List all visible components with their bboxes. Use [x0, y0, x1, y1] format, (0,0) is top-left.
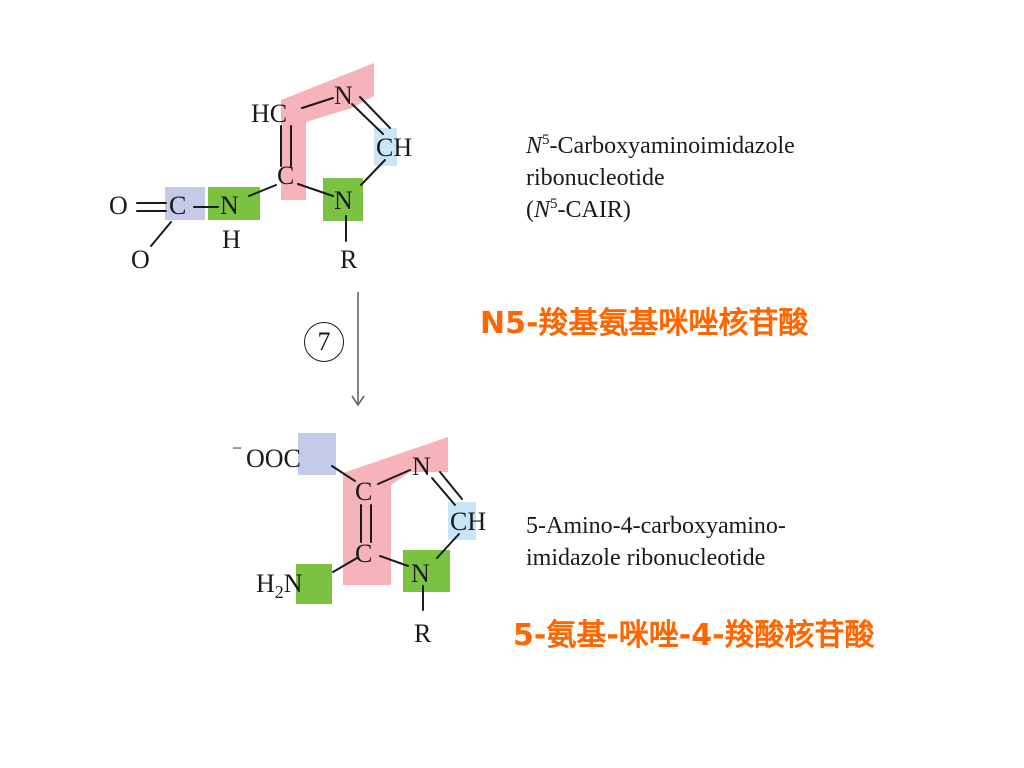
atom2-ch: CH — [450, 507, 486, 536]
atom-c-ring: C — [277, 161, 294, 190]
atom-n-ring: N — [334, 186, 353, 215]
bond2-ch-n — [436, 533, 460, 559]
ring-highlight-pink-2 — [343, 437, 448, 585]
ch-highlight-lightblue-1 — [374, 128, 397, 166]
bond-hc-n — [301, 97, 334, 109]
nh-highlight-green-1 — [208, 187, 260, 220]
atom2-c5: C — [355, 539, 372, 568]
bond-c-n — [297, 183, 334, 197]
bond-c-nh — [248, 184, 277, 197]
step-number-circle: 7 — [304, 322, 344, 362]
ch-highlight-lightblue-2 — [448, 502, 476, 540]
atom-n-top: N — [334, 81, 353, 110]
bond2-n-ch-double — [439, 471, 463, 500]
compound1-chinese-name: N5-羧基氨基咪唑核苷酸 — [480, 306, 809, 341]
bond2-c-n — [377, 469, 411, 485]
atom-hc: HC — [251, 99, 287, 128]
c-highlight-lavender-1 — [165, 187, 205, 220]
compound2-name: 5-Amino-4-carboxyamino- imidazole ribonu… — [526, 510, 786, 574]
compound1-name-line2: ribonucleotide — [526, 165, 665, 191]
compound2-name-line2: imidazole ribonucleotide — [526, 545, 766, 571]
atom-r-1: R — [340, 245, 358, 274]
atom2-c4: C — [355, 477, 372, 506]
bond2-c-cooc — [331, 465, 356, 482]
bond-n-ch — [351, 103, 384, 135]
cooc-highlight-lavender-2 — [298, 433, 336, 475]
atom-n-amide: N — [220, 191, 239, 220]
atom-o-double: O — [109, 191, 128, 220]
atom-c-carbonyl: C — [169, 191, 186, 220]
atom2-h2n: H2N — [256, 569, 303, 602]
bond-n-ch-double — [359, 96, 391, 129]
compound1-name-line1: N5-Carboxyaminoimidazole — [526, 132, 795, 160]
n-highlight-green-1 — [323, 178, 363, 221]
compound1-name: N5-Carboxyaminoimidazole ribonucleotide … — [526, 130, 795, 226]
atom2-n-ring: N — [411, 559, 430, 588]
atom2-ooc: OOC — [246, 444, 301, 473]
ring-highlight-pink-1 — [281, 63, 374, 200]
reaction-arrow-head — [351, 395, 365, 407]
nh2-highlight-green-2 — [296, 564, 332, 604]
atom-ch: CH — [376, 133, 412, 162]
compound2-name-line1: 5-Amino-4-carboxyamino- — [526, 513, 786, 539]
bond2-c-nh2 — [332, 557, 358, 573]
atom2-minus: − — [232, 438, 242, 458]
step-number: 7 — [317, 327, 331, 356]
compound2-chinese-name: 5-氨基-咪唑-4-羧酸核苷酸 — [513, 618, 875, 653]
compound1-abbr: (N5-CAIR) — [526, 196, 631, 224]
n-highlight-green-2 — [403, 550, 450, 592]
bond2-c-n — [379, 555, 409, 567]
atom-o-minus: O — [131, 245, 150, 274]
atom2-r: R — [414, 619, 432, 648]
bond-c-o-minus — [150, 221, 172, 247]
atom-h-amide: H — [222, 225, 241, 254]
bond-ch-n — [360, 159, 386, 186]
bond2-n-ch — [431, 477, 456, 506]
atom2-n-top: N — [412, 452, 431, 481]
